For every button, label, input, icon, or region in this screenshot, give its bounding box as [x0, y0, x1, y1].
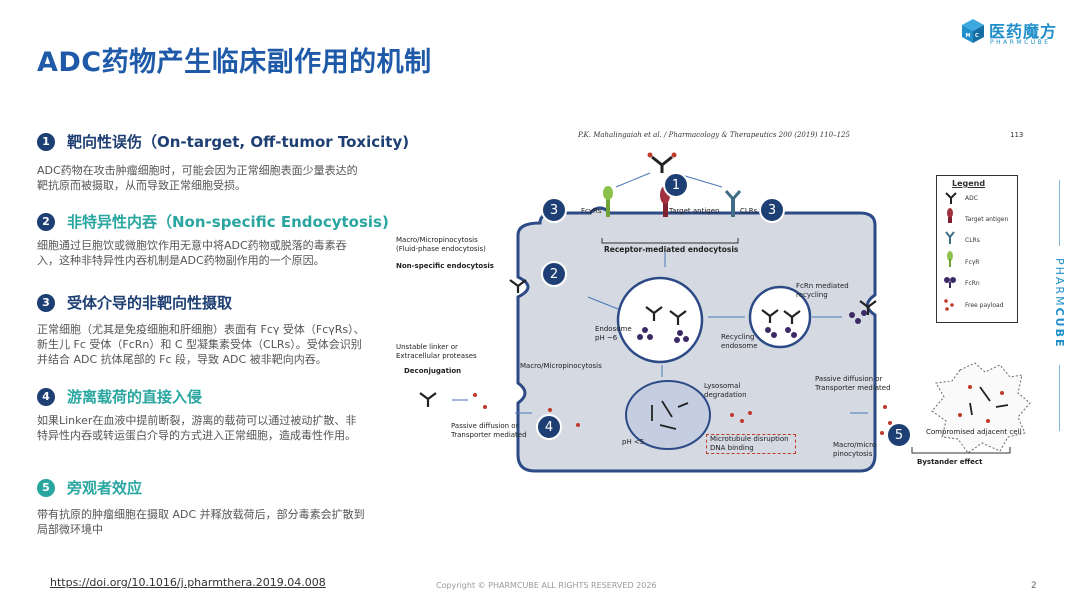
svg-text:C: C [975, 33, 979, 39]
section-3-body: 正常细胞（尤其是免疫细胞和肝细胞）表面有 Fcγ 受体（FcγRs）、新生儿 F… [37, 322, 367, 367]
legend-item-free-payload: Free payload [965, 302, 1004, 309]
label-endosome: Endosome pH ~6 [595, 325, 632, 343]
section-2: 2 非特异性内吞（Non-specific Endocytosis) 细胞通过巨… [37, 211, 417, 268]
endosome [618, 278, 702, 362]
label-passive-left: Passive diffusion or Transporter mediate… [451, 422, 527, 440]
section-5-header: 5 旁观者效应 [37, 477, 417, 498]
side-brand-text: PHARMCUBE [1050, 258, 1070, 358]
section-2-number: 2 [37, 213, 55, 231]
label-macro-micro-left: Macro/Micropinocytosis [520, 362, 602, 371]
section-3: 3 受体介导的非靶向性摄取 正常细胞（尤其是免疫细胞和肝细胞）表面有 Fcγ 受… [37, 292, 417, 367]
label-compromised-cell: Compromised adjacent cell [926, 428, 1021, 437]
section-5-body: 带有抗原的肿瘤细胞在摄取 ADC 并释放载荷后，部分毒素会扩散到局部微环境中 [37, 507, 367, 537]
section-1-header: 1 靶向性误伤（On-target, Off-tumor Toxicity) [37, 131, 417, 152]
label-target-antigen: Target antigen [669, 207, 719, 216]
badge-4: 4 [536, 414, 562, 440]
label-clrs: CLRs [740, 207, 757, 216]
section-3-header: 3 受体介导的非靶向性摄取 [37, 292, 417, 313]
compromised-adjacent-cell [932, 363, 1030, 453]
label-ph5: pH <5 [622, 438, 644, 447]
label-passive-right: Passive diffusion or Transporter mediate… [815, 375, 891, 393]
section-2-body: 细胞通过巨胞饮或微胞饮作用无意中将ADC药物或脱落的毒素吞入，这种非特异性内吞机… [37, 238, 367, 268]
doi-link[interactable]: https://doi.org/10.1016/j.pharmthera.201… [50, 576, 326, 589]
legend-item-target-antigen: Target antigen [965, 216, 1008, 223]
label-macro-micro-right: Macro/micro pinocytosis [833, 441, 876, 459]
section-1-number: 1 [37, 133, 55, 151]
section-5-number: 5 [37, 479, 55, 497]
logo-en-text: PHARMCUBE [990, 39, 1051, 46]
section-3-title: 受体介导的非靶向性摄取 [67, 292, 232, 313]
legend-item-clrs: CLRs [965, 237, 980, 244]
label-fcgrs: FcγRs [581, 207, 602, 216]
label-receptor-mediated: Receptor-mediated endocytosis [604, 245, 738, 254]
side-divider-top [1059, 180, 1060, 246]
side-divider-bottom [1059, 365, 1060, 431]
clr-head [726, 191, 740, 199]
section-3-number: 3 [37, 294, 55, 312]
pharmcube-logo: M C 医药魔方 PHARMCUBE [961, 14, 1061, 54]
section-1-title: 靶向性误伤（On-target, Off-tumor Toxicity) [67, 131, 409, 152]
badge-3-right: 3 [759, 197, 785, 223]
legend-item-fcrn: FcRn [965, 280, 980, 287]
section-4: 4 游离载荷的直接入侵 如果Linker在血液中提前断裂，游离的载荷可以通过被动… [37, 386, 417, 443]
section-2-title: 非特异性内吞（Non-specific Endocytosis) [67, 211, 389, 232]
badge-3-left: 3 [541, 197, 567, 223]
label-fcrn-recycling: FcRn mediated recycling [796, 282, 849, 300]
label-macro-fluid: Macro/Micropinocytosis (Fluid-phase endo… [396, 236, 486, 254]
section-4-body: 如果Linker在血液中提前断裂，游离的载荷可以通过被动扩散、非特异性内吞或转运… [37, 413, 367, 443]
legend-item-fcgr: FcγR [965, 259, 979, 266]
label-deconjugation: Deconjugation [404, 367, 461, 376]
page-title: ADC药物产生临床副作用的机制 [37, 40, 432, 79]
copyright-text: Copyright © PHARMCUBE ALL RIGHTS RESERVE… [436, 581, 657, 590]
badge-1: 1 [663, 172, 689, 198]
label-recycling-endosome: Recycling endosome [721, 333, 758, 351]
label-lysosomal: Lysosomal degradation [704, 382, 747, 400]
fcgr-head [603, 186, 613, 200]
section-5-title: 旁观者效应 [67, 477, 142, 498]
cube-logo-icon: M C [961, 18, 985, 44]
label-unstable-linker: Unstable linker or Extracellular proteas… [396, 343, 477, 361]
adc-top [652, 157, 672, 173]
section-2-header: 2 非特异性内吞（Non-specific Endocytosis) [37, 211, 417, 232]
side-brand-light: PHARM [1053, 258, 1066, 308]
label-microtubule: Microtubule disruption DNA binding [710, 435, 789, 453]
figure-legend: Legend ADC Target antigen CLRs FcγR FcRn… [936, 175, 1018, 323]
section-1: 1 靶向性误伤（On-target, Off-tumor Toxicity) A… [37, 131, 417, 193]
svg-text:M: M [966, 33, 971, 39]
section-4-number: 4 [37, 388, 55, 406]
label-non-specific: Non-specific endocytosis [396, 262, 494, 271]
section-4-header: 4 游离载荷的直接入侵 [37, 386, 417, 407]
section-1-body: ADC药物在攻击肿瘤细胞时，可能会因为正常细胞表面少量表达的靶抗原而被摄取，从而… [37, 163, 367, 193]
page-number: 2 [1031, 581, 1037, 591]
badge-5: 5 [886, 422, 912, 448]
legend-item-adc: ADC [965, 195, 978, 202]
label-bystander: Bystander effect [917, 458, 982, 467]
section-4-title: 游离载荷的直接入侵 [67, 386, 202, 407]
section-5: 5 旁观者效应 带有抗原的肿瘤细胞在摄取 ADC 并释放载荷后，部分毒素会扩散到… [37, 477, 417, 537]
side-brand-bold: CUBE [1053, 308, 1066, 349]
adc-mechanism-figure: P.K. Mahalingaiah et al. / Pharmacology … [390, 125, 1040, 475]
badge-2: 2 [541, 261, 567, 287]
